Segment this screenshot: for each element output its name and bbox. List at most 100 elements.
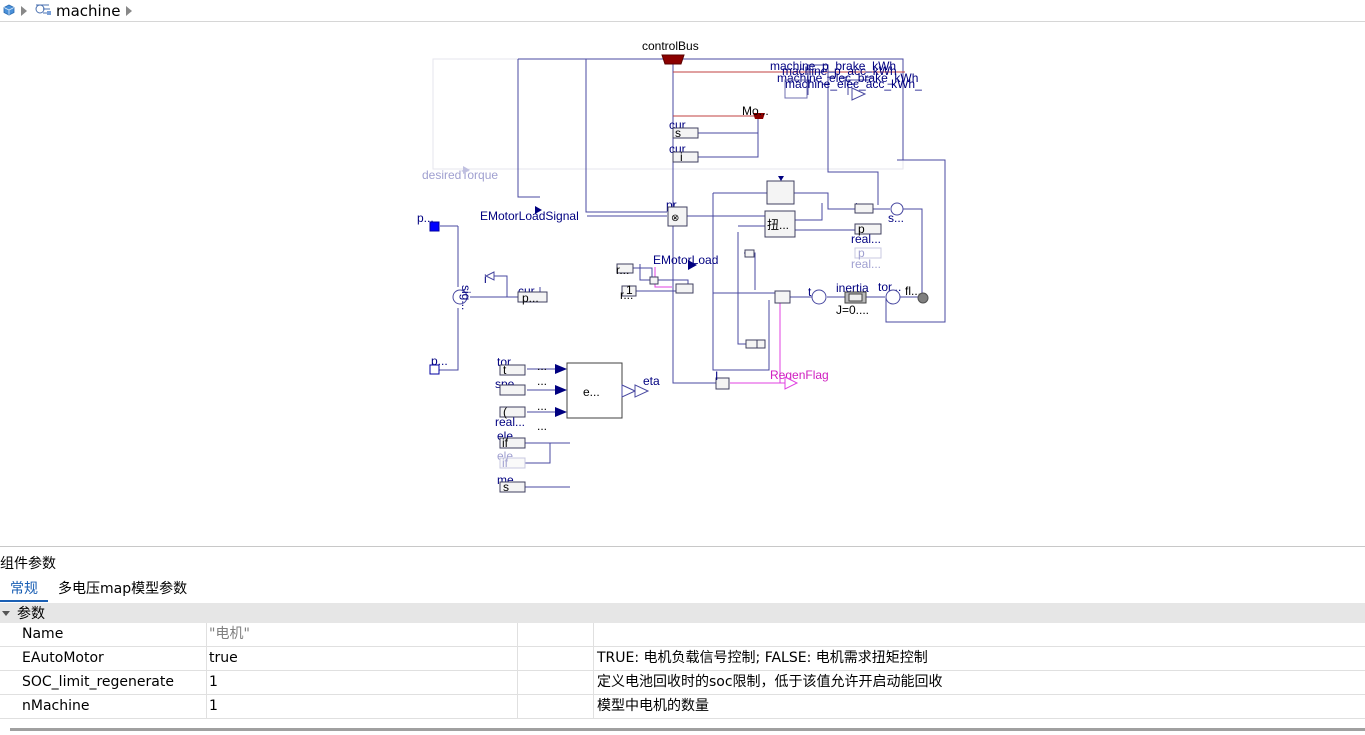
label-p-faint: p bbox=[858, 246, 865, 260]
switch-control-icon bbox=[778, 176, 784, 181]
gain-block-1[interactable] bbox=[745, 339, 759, 349]
label-s-dots: s... bbox=[888, 211, 904, 225]
speed-sensor-icon[interactable] bbox=[890, 202, 904, 216]
desired-torque-input-icon[interactable] bbox=[463, 166, 470, 174]
parameter-row-nmachine: nMachine 1 模型中电机的数量 bbox=[0, 695, 1365, 719]
panel-title: 组件参数 bbox=[0, 556, 56, 572]
parameter-unit bbox=[517, 671, 593, 694]
torque-block[interactable] bbox=[764, 210, 796, 238]
label-p-blk: p bbox=[858, 222, 865, 236]
parameter-table: Name "电机" EAutoMotor true TRUE: 电机负载信号控制… bbox=[0, 623, 1365, 719]
input-block-ele1[interactable] bbox=[499, 437, 526, 449]
input-block-me[interactable] bbox=[499, 481, 526, 493]
input-block-real[interactable] bbox=[499, 406, 526, 418]
label-eta: eta bbox=[643, 374, 660, 388]
sum-block[interactable] bbox=[675, 283, 694, 294]
torque-sensor-icon[interactable] bbox=[811, 289, 827, 305]
parameter-name: EAutoMotor bbox=[22, 650, 104, 666]
label-EMotorLoad: EMotorLoad bbox=[653, 253, 718, 267]
parameter-group-header[interactable]: 参数 bbox=[0, 603, 1365, 623]
constant-block-r1[interactable] bbox=[616, 263, 634, 274]
label-i1: i bbox=[680, 150, 683, 164]
parameter-description: 定义电池回收时的soc限制，低于该值允许开启动能回收 bbox=[593, 671, 1365, 694]
parameter-value[interactable]: 1 bbox=[206, 671, 519, 694]
small-block[interactable] bbox=[649, 276, 659, 285]
inertia-inner bbox=[848, 293, 863, 302]
label-brake1: machine_p_brake_kWh bbox=[770, 59, 896, 73]
constant-block-one[interactable] bbox=[621, 285, 637, 297]
label-acc1: machine_p_acc_kWh bbox=[782, 64, 897, 78]
label-mo: Mo... bbox=[742, 104, 769, 118]
model-class-icon[interactable] bbox=[34, 2, 52, 20]
negative-pin-icon[interactable] bbox=[429, 364, 440, 375]
real-block-1[interactable] bbox=[854, 223, 882, 235]
parameter-row-eautomotor: EAutoMotor true TRUE: 电机负载信号控制; FALSE: 电… bbox=[0, 647, 1365, 671]
signal-input-icon[interactable] bbox=[535, 206, 542, 214]
limiter-block[interactable] bbox=[744, 249, 755, 258]
input-block-spe[interactable] bbox=[499, 384, 526, 396]
diagram-canvas[interactable]: controlBus Mo... machine_p_brake_kWh mac… bbox=[0, 22, 1365, 546]
parameter-name: nMachine bbox=[22, 698, 90, 714]
horizontal-scrollbar[interactable] bbox=[10, 728, 1365, 731]
label-t3: t bbox=[503, 363, 507, 377]
parameter-value[interactable]: "电机" bbox=[206, 623, 519, 646]
tab-multi-voltage-map[interactable]: 多电压map模型参数 bbox=[58, 581, 188, 597]
label-i3: I bbox=[715, 369, 718, 383]
eta-output-icon bbox=[634, 384, 650, 398]
tab-general[interactable]: 常规 bbox=[0, 576, 48, 602]
label-r2: r... bbox=[620, 288, 633, 302]
collapse-triangle-icon[interactable] bbox=[2, 610, 10, 616]
parameter-description: 模型中电机的数量 bbox=[593, 695, 1365, 718]
current-block[interactable] bbox=[517, 291, 548, 303]
motor-bus-connector[interactable] bbox=[753, 113, 765, 119]
label-EMotorLoadSignal: EMotorLoadSignal bbox=[480, 209, 579, 223]
current-source-icon[interactable] bbox=[452, 289, 468, 305]
parameter-name: SOC_limit_regenerate bbox=[22, 674, 174, 690]
dots-2: ... bbox=[537, 374, 547, 388]
label-fl: fl... bbox=[905, 284, 921, 298]
component-parameters-panel: 组件参数 常规 多电压map模型参数 参数 Name "电机" EAutoMot… bbox=[0, 546, 1365, 735]
gain-block-2[interactable] bbox=[756, 339, 766, 349]
product-block[interactable] bbox=[667, 206, 688, 227]
label-one: 1 bbox=[626, 283, 633, 297]
label-real1: real... bbox=[851, 232, 881, 246]
parameter-value[interactable]: 1 bbox=[206, 695, 519, 718]
sensor-block-cur1[interactable] bbox=[672, 127, 699, 139]
control-bus-connector[interactable] bbox=[661, 54, 685, 65]
regen-logic-block[interactable] bbox=[715, 377, 730, 390]
dots-1: ... bbox=[537, 359, 547, 373]
input-block-ele2[interactable] bbox=[499, 457, 526, 469]
parameter-unit bbox=[517, 647, 593, 670]
multiply-icon: ⊗ bbox=[671, 213, 679, 224]
label-real3: real... bbox=[495, 415, 525, 429]
breadcrumb-item-machine[interactable]: machine bbox=[56, 1, 121, 20]
flange-icon[interactable] bbox=[917, 292, 929, 304]
positive-pin-icon[interactable] bbox=[429, 221, 440, 232]
output-block-icon[interactable] bbox=[784, 79, 808, 99]
input-arrow-2-icon bbox=[555, 385, 567, 395]
label-controlBus: controlBus bbox=[642, 39, 699, 53]
label-brake2: machine_elec_brake_kWh bbox=[777, 71, 918, 85]
current-input-icon bbox=[484, 271, 495, 281]
torque-source-block[interactable] bbox=[774, 290, 791, 304]
parameter-value[interactable]: true bbox=[206, 647, 519, 670]
parameter-description bbox=[593, 623, 1365, 646]
regen-output-icon bbox=[784, 376, 799, 390]
label-t2: t bbox=[808, 285, 812, 299]
dots-4: ... bbox=[537, 419, 547, 433]
speed-sensor-block[interactable] bbox=[854, 203, 874, 214]
breadcrumb-separator-icon bbox=[21, 5, 27, 16]
input-block-tor[interactable] bbox=[499, 364, 526, 376]
input-arrow-3-icon bbox=[555, 407, 567, 417]
torque-sensor-icon-2[interactable] bbox=[885, 289, 901, 305]
sensor-block-cur2[interactable] bbox=[672, 151, 699, 163]
switch-block[interactable] bbox=[766, 180, 795, 205]
package-cube-icon[interactable] bbox=[3, 2, 15, 20]
real-block-2[interactable] bbox=[854, 247, 882, 259]
label-if2: if bbox=[502, 456, 509, 470]
breadcrumb-chevron-icon[interactable] bbox=[126, 5, 133, 16]
label-acc2: machine_elec_acc_kWh_ bbox=[785, 77, 922, 91]
label-J: J=0.... bbox=[836, 303, 869, 317]
parameter-unit bbox=[517, 623, 593, 646]
parameter-row-soc-limit: SOC_limit_regenerate 1 定义电池回收时的soc限制，低于该… bbox=[0, 671, 1365, 695]
